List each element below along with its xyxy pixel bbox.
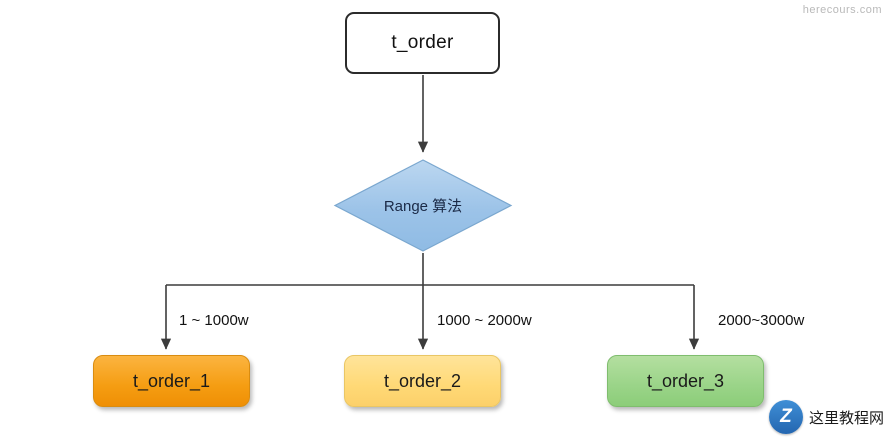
watermark-logo-icon: Z [768, 400, 803, 434]
edge-label-range-3: 2000~3000w [718, 312, 805, 329]
edge-label-range-2: 1000 ~ 2000w [437, 312, 532, 329]
node-t-order-2: t_order_2 [344, 355, 501, 407]
node-decision: Range 算法 [333, 158, 513, 253]
watermark: Z 这里教程网 [768, 400, 884, 434]
watermark-url: herecours.com [802, 4, 882, 16]
node-t-order-1: t_order_1 [93, 355, 250, 407]
edge-label-range-1: 1 ~ 1000w [179, 312, 249, 329]
watermark-site-name: 这里教程网 [808, 409, 884, 427]
node-decision-label: Range 算法 [383, 198, 463, 215]
node-root: t_order [345, 12, 500, 74]
node-t-order-1-label: t_order_1 [132, 370, 211, 391]
node-t-order-3: t_order_3 [607, 355, 764, 407]
diamond-shape [333, 159, 513, 252]
node-t-order-3-label: t_order_3 [646, 370, 725, 391]
node-t-order-2-label: t_order_2 [383, 370, 462, 391]
node-root-label: t_order [391, 32, 454, 53]
